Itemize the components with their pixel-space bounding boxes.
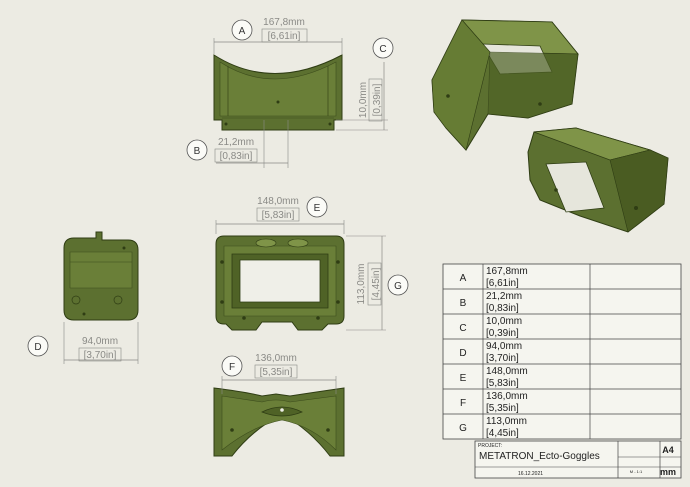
- view-front: E 148,0mm [5,83in] G 113,0mm [4,45in]: [215, 196, 409, 331]
- table-row-g-mm: 113,0mm: [486, 416, 527, 427]
- view-side: D 94,0mm [3,70in]: [27, 231, 139, 364]
- dim-a-in: [6,61in]: [268, 31, 301, 42]
- dim-a-mm: 167,8mm: [263, 17, 305, 28]
- dim-e-callout: E: [314, 203, 321, 214]
- iso-view-lower: [527, 127, 669, 233]
- dim-c-in: [0,39in]: [372, 83, 383, 116]
- table-row-b-mm: 21,2mm: [486, 291, 522, 302]
- table-row-g-in: [4,45in]: [486, 428, 519, 439]
- table-row-f-mm: 136,0mm: [486, 391, 528, 402]
- table-row-e-mm: 148,0mm: [486, 366, 528, 377]
- dim-a-callout: A: [239, 26, 246, 37]
- dim-g-callout: G: [394, 281, 402, 292]
- project-caption: PROJECT:: [478, 443, 502, 449]
- dimension-table: A 167,8mm [6,61in] B 21,2mm [0,83in] C 1…: [442, 263, 682, 440]
- iso-view-upper: [431, 19, 579, 151]
- table-row-e-in: [5,83in]: [486, 378, 519, 389]
- table-row-d-mm: 94,0mm: [486, 341, 522, 352]
- title-block: PROJECT: METATRON_Ecto-Goggles 16.12.202…: [474, 440, 682, 479]
- dim-c-callout: C: [379, 44, 386, 55]
- table-row-b-in: [0,83in]: [486, 303, 519, 314]
- table-row-a-mm: 167,8mm: [486, 266, 528, 277]
- table-row-f-label: F: [460, 398, 466, 409]
- table-row-c-in: [0,39in]: [486, 328, 519, 339]
- table-row-a-label: A: [460, 273, 467, 284]
- table-row-g-label: G: [459, 423, 467, 434]
- table-row-d-label: D: [459, 348, 466, 359]
- dim-d-mm: 94,0mm: [82, 336, 118, 347]
- drawing-date: 16.12.2021: [518, 471, 543, 477]
- dim-d-callout: D: [34, 342, 41, 353]
- dim-c-mm: 10,0mm: [358, 82, 369, 118]
- dim-g-in: [4,45in]: [371, 267, 382, 300]
- dim-b-callout: B: [194, 146, 201, 157]
- table-row-b-label: B: [460, 298, 467, 309]
- sheet-size: A4: [662, 445, 674, 455]
- drawing-scale: M - 1:1: [630, 469, 643, 474]
- dim-b-in: [0,83in]: [220, 151, 253, 162]
- dim-g-mm: 113,0mm: [356, 264, 367, 305]
- table-row-e-label: E: [460, 373, 467, 384]
- units: mm: [660, 467, 676, 477]
- dim-b-mm: 21,2mm: [218, 137, 254, 148]
- dim-e-in: [5,83in]: [262, 210, 295, 221]
- table-row-c-label: C: [459, 323, 466, 334]
- view-top: A 167,8mm [6,61in] B 21,2mm [0,83in] C 1…: [186, 17, 394, 168]
- dim-f-callout: F: [229, 362, 235, 373]
- table-row-c-mm: 10,0mm: [486, 316, 522, 327]
- table-row-f-in: [5,35in]: [486, 403, 519, 414]
- dim-f-mm: 136,0mm: [255, 353, 297, 364]
- table-row-d-in: [3,70in]: [486, 353, 519, 364]
- dim-d-in: [3,70in]: [84, 350, 117, 361]
- view-bottom: F 136,0mm [5,35in]: [213, 353, 345, 457]
- table-row-a-in: [6,61in]: [486, 278, 519, 289]
- project-name: METATRON_Ecto-Goggles: [479, 451, 600, 462]
- dim-e-mm: 148,0mm: [257, 196, 299, 207]
- dim-f-in: [5,35in]: [260, 367, 293, 378]
